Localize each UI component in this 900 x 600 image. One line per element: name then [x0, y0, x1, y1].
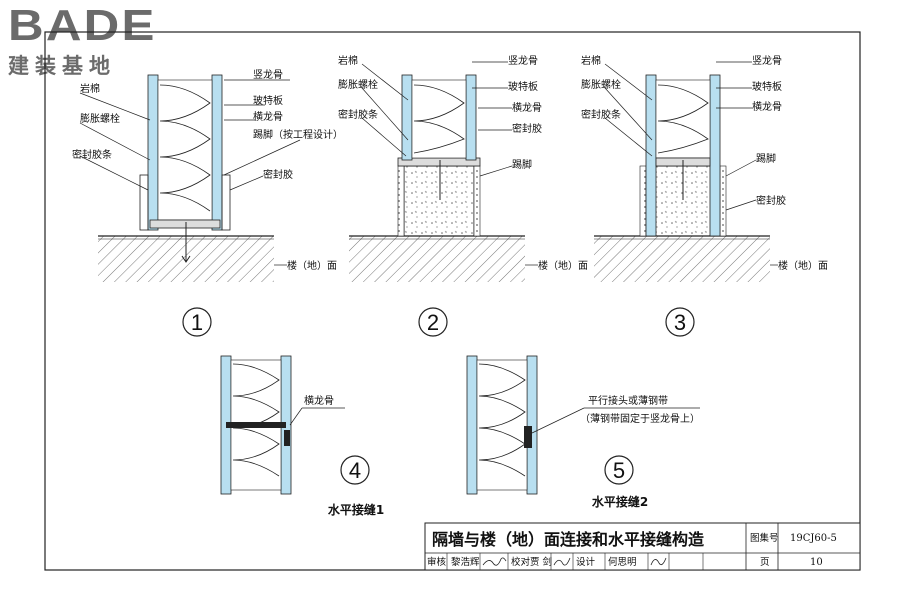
label-horizontal-keel-2: 横龙骨 — [512, 101, 542, 114]
reviewer-signature — [482, 557, 507, 566]
skirting-right — [221, 174, 231, 231]
checker-name: 贾 剑 — [530, 556, 552, 568]
label-steel-strip-note-5: （薄钢带固定于竖龙骨上） — [580, 412, 700, 425]
label-horizontal-keel-3: 横龙骨 — [752, 100, 782, 113]
figure-number-circles — [182, 307, 695, 485]
steel-strip — [524, 426, 532, 448]
label-horizontal-keel-4: 横龙骨 — [304, 394, 334, 407]
label-horizontal-keel-1: 横龙骨 — [253, 110, 283, 123]
label-seal-strip-1: 密封胶条 — [72, 148, 112, 161]
label-floor-2: 楼（地）面 — [538, 259, 588, 272]
label-skirting-2: 踢脚 — [512, 158, 532, 171]
label-parallel-joint-5: 平行接头或薄钢带 — [588, 394, 668, 407]
figure-number-4: 4 — [349, 458, 361, 483]
design-label: 设计 — [576, 556, 596, 568]
label-rock-wool-3: 岩棉 — [581, 54, 601, 67]
page-label: 页 — [760, 557, 770, 568]
gypsum-board-right — [211, 74, 223, 231]
logo-subtitle: 建装基地 — [8, 54, 116, 78]
designer-name: 何思明 — [608, 556, 637, 568]
label-expansion-bolt-1: 膨胀螺栓 — [80, 112, 120, 125]
label-sealant-1: 密封胶 — [263, 168, 293, 181]
label-skirting-3: 踢脚 — [756, 152, 776, 165]
label-skirting-design-1: 踢脚（按工程设计） — [253, 128, 343, 141]
atlas-number-label: 图集号 — [750, 532, 779, 544]
label-sealant-2: 密封胶 — [512, 122, 542, 135]
title-block — [424, 522, 861, 571]
horizontal-keel-joint — [226, 422, 286, 428]
label-glass-board-3: 玻特板 — [752, 80, 782, 93]
label-seal-strip-3: 密封胶条 — [581, 108, 621, 121]
concrete-curb — [403, 165, 475, 237]
label-expansion-bolt-3: 膨胀螺栓 — [581, 78, 621, 91]
detail-figure-4 — [220, 355, 292, 495]
detail-figure-3 — [594, 74, 770, 282]
reviewer-name: 黎浩辉 — [451, 556, 480, 568]
label-rock-wool-2: 岩棉 — [338, 54, 358, 67]
atlas-number: 19CJ60-5 — [790, 533, 837, 544]
brand-logo: BADE 建装基地 — [8, 4, 154, 80]
label-glass-board-1: 玻特板 — [253, 94, 283, 107]
caption-horizontal-joint-1: 水平接缝1 — [328, 502, 384, 517]
label-floor-1: 楼（地）面 — [287, 259, 337, 272]
designer-signature — [650, 557, 667, 566]
label-sealant-3: 密封胶 — [756, 194, 786, 207]
drawing-title: 隔墙与楼（地）面连接和水平接缝构造 — [432, 530, 705, 549]
label-vertical-keel-2: 竖龙骨 — [508, 54, 538, 67]
detail-figure-5 — [466, 355, 538, 495]
figure-number-5: 5 — [613, 458, 625, 483]
label-vertical-keel-1: 竖龙骨 — [253, 68, 283, 81]
rock-wool-fill — [159, 84, 211, 212]
label-expansion-bolt-2: 膨胀螺栓 — [338, 78, 378, 91]
review-label: 审核 — [427, 556, 447, 568]
logo-brand-text: BADE — [8, 1, 157, 50]
skirting-left — [139, 174, 149, 231]
figure-number-3: 3 — [674, 310, 686, 335]
caption-horizontal-joint-2: 水平接缝2 — [592, 494, 648, 509]
bottom-track — [149, 219, 221, 229]
checker-signature — [553, 557, 571, 566]
label-seal-strip-2: 密封胶条 — [338, 108, 378, 121]
detail-figure-1 — [98, 74, 274, 282]
check-label: 校对 — [511, 556, 531, 568]
label-glass-board-2: 玻特板 — [508, 80, 538, 93]
figure-number-1: 1 — [191, 310, 203, 335]
gypsum-board-left — [147, 74, 159, 231]
label-floor-3: 楼（地）面 — [778, 259, 828, 272]
leader-lines — [79, 61, 778, 434]
figure-number-2: 2 — [427, 310, 439, 335]
label-vertical-keel-3: 竖龙骨 — [752, 54, 782, 67]
detail-figure-2 — [349, 74, 525, 282]
label-rock-wool-1: 岩棉 — [80, 82, 100, 95]
page-number: 10 — [810, 557, 823, 568]
